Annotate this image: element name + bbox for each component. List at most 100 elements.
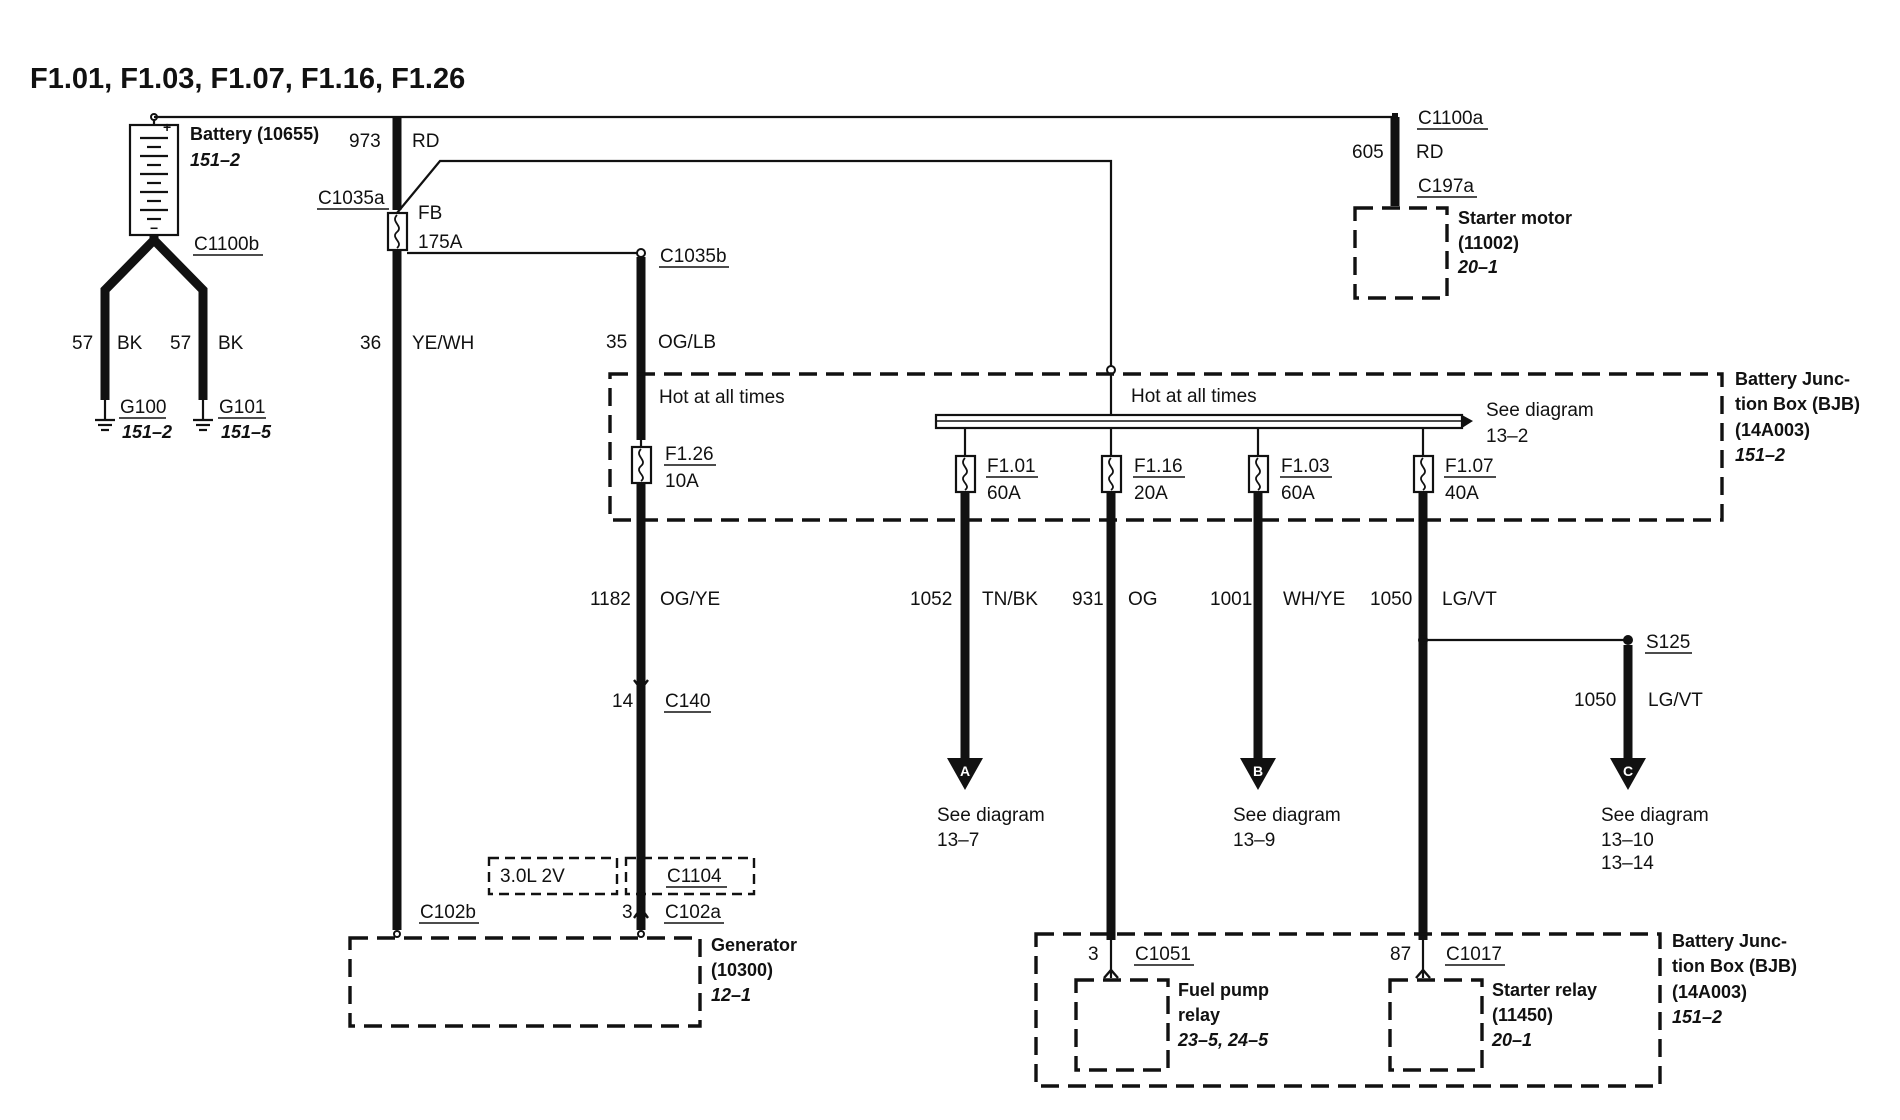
- fuse-f107-id: F1.07: [1445, 456, 1494, 477]
- c1035a-label: C1035a: [318, 188, 385, 209]
- c140-pin: 14: [612, 691, 634, 712]
- bjb-bottom-line2: tion Box (BJB): [1672, 956, 1797, 976]
- bjb-feed-wire: [396, 159, 1113, 370]
- w973-circuit: 973: [349, 131, 381, 152]
- engine-option-label: 3.0L 2V: [500, 866, 565, 887]
- c102b-label: C102b: [420, 902, 476, 923]
- w57a-circuit: 57: [72, 333, 93, 354]
- c102a-label: C102a: [665, 902, 721, 923]
- starter-motor-box: [1353, 206, 1449, 300]
- w36-color: YE/WH: [412, 333, 474, 354]
- bjb-top-ref: 151–2: [1735, 445, 1785, 465]
- fuse-f101-rating: 60A: [987, 483, 1021, 504]
- starter-relay-box: [1388, 978, 1484, 1072]
- fuse-f107-rating: 40A: [1445, 483, 1479, 504]
- w57a-color: BK: [117, 333, 143, 354]
- fuse-fb-icon: [386, 211, 409, 252]
- ref-a-page: 13–7: [937, 830, 979, 851]
- fuse-f126-icon: [630, 445, 653, 485]
- bus-ref-text: See diagram: [1486, 400, 1594, 421]
- g101-ref: 151–5: [221, 422, 272, 442]
- w973-color: RD: [412, 131, 439, 152]
- w1050-circuit: 1050: [1370, 589, 1412, 610]
- w1050b-circuit: 1050: [1574, 690, 1616, 711]
- bjb-bottom-line1: Battery Junc-: [1672, 931, 1787, 951]
- bjb-top-part: (14A003): [1735, 420, 1810, 440]
- w35-color: OG/LB: [658, 332, 716, 353]
- ref-c-letter: C: [1623, 763, 1633, 779]
- bus-bar: [934, 413, 1473, 430]
- fuel-pump-relay-line2: relay: [1178, 1005, 1220, 1025]
- fuse-f126-id: F1.26: [665, 444, 714, 465]
- battery-ref: 151–2: [190, 150, 240, 170]
- w1050-color: LG/VT: [1442, 589, 1497, 610]
- s125-label: S125: [1646, 632, 1690, 653]
- w57b-color: BK: [218, 333, 244, 354]
- generator-ref: 12–1: [711, 985, 751, 1005]
- diagram-title: F1.01, F1.03, F1.07, F1.16, F1.26: [30, 63, 465, 95]
- starter-relay-part: (11450): [1492, 1005, 1553, 1025]
- fuse-f103-id: F1.03: [1281, 456, 1330, 477]
- fuse-f103-icon: [1247, 428, 1270, 494]
- w57b-circuit: 57: [170, 333, 191, 354]
- generator-part: (10300): [711, 960, 773, 980]
- battery-label: Battery (10655): [190, 124, 319, 144]
- battery-ground-wires: [100, 235, 208, 400]
- w1050b-color: LG/VT: [1648, 690, 1703, 711]
- bjb-top-line2: tion Box (BJB): [1735, 394, 1860, 414]
- ref-b-letter: B: [1253, 763, 1263, 779]
- ground-g100-icon: [95, 400, 115, 432]
- c1051-label: C1051: [1135, 944, 1191, 965]
- bjb-bottom-part: (14A003): [1672, 982, 1747, 1002]
- engine-option-box: [487, 856, 619, 896]
- fuse-f101-id: F1.01: [987, 456, 1036, 477]
- ref-a-arrow: [947, 758, 983, 790]
- w1001-color: WH/YE: [1283, 589, 1345, 610]
- ref-c-text: See diagram: [1601, 805, 1709, 826]
- c1051-pin: 3: [1088, 944, 1099, 965]
- w1001-circuit: 1001: [1210, 589, 1252, 610]
- starter-motor-ref: 20–1: [1457, 257, 1498, 277]
- ref-a-letter: A: [960, 763, 970, 779]
- c1035b-label: C1035b: [660, 246, 727, 267]
- w36-circuit: 36: [360, 333, 381, 354]
- g100-label: G100: [120, 397, 166, 418]
- c1104-label: C1104: [667, 866, 722, 887]
- c102a-pin: 3: [622, 902, 633, 923]
- ground-g101-icon: [193, 400, 213, 432]
- starter-motor-label: Starter motor: [1458, 208, 1572, 228]
- c197a-label: C197a: [1418, 176, 1474, 197]
- fuse-f126-rating: 10A: [665, 471, 699, 492]
- fuse-fb-rating: 175A: [418, 232, 463, 253]
- fuse-f116-id: F1.16: [1134, 456, 1183, 477]
- generator-label: Generator: [711, 935, 797, 955]
- ref-b-arrow: [1240, 758, 1276, 790]
- ref-b-text: See diagram: [1233, 805, 1341, 826]
- w605-color: RD: [1416, 142, 1443, 163]
- c1017-pin: 87: [1390, 944, 1411, 965]
- hot-label-left: Hot at all times: [659, 387, 785, 408]
- c140-label: C140: [665, 691, 710, 712]
- ref-c-arrow: [1610, 758, 1646, 790]
- w605-circuit: 605: [1352, 142, 1384, 163]
- fuel-pump-relay-box: [1074, 978, 1170, 1072]
- w35-circuit: 35: [606, 332, 627, 353]
- w1052-color: TN/BK: [982, 589, 1038, 610]
- c1100a-label: C1100a: [1418, 108, 1484, 129]
- w1182-circuit: 1182: [590, 589, 631, 610]
- ref-c-page: 13–10: [1601, 830, 1654, 851]
- c1100b-label: C1100b: [194, 234, 259, 255]
- battery-symbol: + −: [128, 113, 180, 237]
- fuse-f103-rating: 60A: [1281, 483, 1315, 504]
- ref-c-page2: 13–14: [1601, 853, 1654, 874]
- ref-b-page: 13–9: [1233, 830, 1275, 851]
- starter-relay-ref: 20–1: [1491, 1030, 1532, 1050]
- g101-label: G101: [219, 397, 265, 418]
- fuse-f101-icon: [954, 428, 977, 494]
- bjb-bottom-ref: 151–2: [1672, 1007, 1722, 1027]
- c1017-label: C1017: [1446, 944, 1502, 965]
- starter-motor-part: (11002): [1458, 233, 1519, 253]
- w1182-color: OG/YE: [660, 589, 720, 610]
- ref-a-text: See diagram: [937, 805, 1045, 826]
